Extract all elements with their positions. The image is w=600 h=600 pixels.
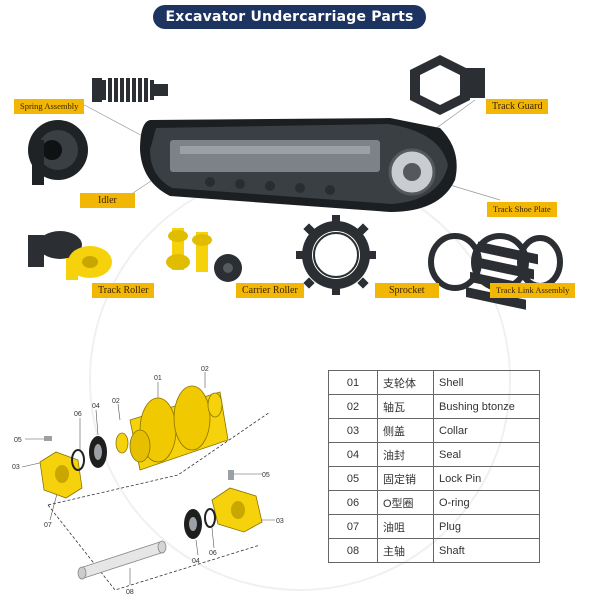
callout-05: 05 [262,472,270,479]
part-number: 07 [328,514,378,539]
callout-02: 02 [201,366,209,373]
part-name-english: Lock Pin [433,466,540,491]
label-track-link-assembly: Track Link Assembly [490,283,576,298]
callout-01: 01 [154,375,162,382]
part-name-english: Shell [433,370,540,395]
part-number: 01 [328,370,378,395]
part-number: 08 [328,538,378,563]
page-title: Excavator Undercarriage Parts [153,5,426,29]
table-row: 02 轴瓦 Bushing btonze [328,394,540,419]
callout-02: 02 [112,398,120,405]
exploded-roller-diagram: 01 02 02 04 06 05 03 07 05 03 06 04 08 [12,366,284,596]
part-name-chinese: 轴瓦 [377,394,434,419]
table-row: 01 支轮体 Shell [328,370,540,395]
carrier-roller-image [166,228,242,282]
dashed-assembly-outline [47,411,271,591]
part-number: 04 [328,442,378,467]
table-row: 06 O型圈 O-ring [328,490,540,515]
label-carrier-roller: Carrier Roller [236,283,304,298]
table-row: 07 油咀 Plug [328,514,540,539]
part-name-chinese: O型圈 [377,490,434,515]
callout-04: 04 [92,403,100,410]
label-idler: Idler [80,193,135,208]
track-roller-image [28,231,112,280]
part-name-english: Seal [433,442,540,467]
callout-03: 03 [276,518,284,525]
callout-07: 07 [44,522,52,529]
sprocket-image [296,215,376,295]
callout-08: 08 [126,589,134,596]
part-name-english: Collar [433,418,540,443]
part-number: 06 [328,490,378,515]
track-assembly [140,118,457,212]
label-track-shoe-plate: Track Shoe Plate [487,202,557,217]
callout-05: 05 [14,437,22,444]
part-name-chinese: 主轴 [377,538,434,563]
part-name-chinese: 油封 [377,442,434,467]
parts-table: 01 支轮体 Shell 02 轴瓦 Bushing btonze 03 侧盖 … [328,370,540,563]
track-rollers-row [205,177,335,195]
table-row: 03 侧盖 Collar [328,418,540,443]
part-name-english: Plug [433,514,540,539]
part-name-english: Shaft [433,538,540,563]
label-sprocket: Sprocket [375,283,439,298]
part-number: 02 [328,394,378,419]
part-name-chinese: 固定销 [377,466,434,491]
part-name-chinese: 油咀 [377,514,434,539]
table-row: 08 主轴 Shaft [328,538,540,563]
spring-assembly-image [92,78,168,102]
callout-06: 06 [74,411,82,418]
track-guard-image [410,55,485,115]
part-number: 05 [328,466,378,491]
table-row: 04 油封 Seal [328,442,540,467]
idler-image [28,120,88,185]
callout-03: 03 [12,464,20,471]
part-name-chinese: 侧盖 [377,418,434,443]
table-row: 05 固定销 Lock Pin [328,466,540,491]
callout-06: 06 [209,550,217,557]
label-track-guard: Track Guard [486,99,549,114]
part-name-chinese: 支轮体 [377,370,434,395]
callout-04: 04 [192,558,200,565]
label-spring-assembly: Spring Assembly [14,99,85,114]
part-name-english: O-ring [433,490,540,515]
part-name-english: Bushing btonze [433,394,540,419]
part-number: 03 [328,418,378,443]
label-track-roller: Track Roller [92,283,155,298]
